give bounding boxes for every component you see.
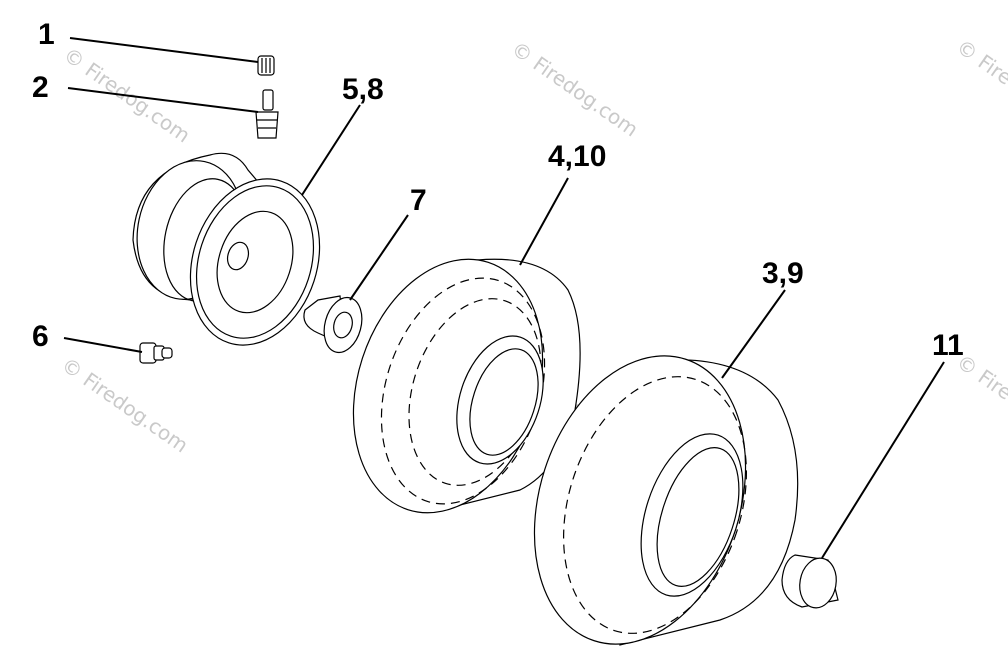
leader-line-11: [821, 361, 945, 559]
watermark-3: © Firedog.com: [952, 34, 1008, 139]
front-tire-part: [352, 258, 581, 514]
hub-cap-part: [781, 554, 839, 609]
leader-line-3-9: [721, 289, 786, 379]
callout-11: 11: [932, 329, 964, 362]
leader-line-6: [63, 337, 143, 353]
valve-stem-part: [255, 89, 279, 139]
callout-2: 2: [32, 71, 49, 104]
callout-4-10: 4,10: [548, 140, 606, 173]
leader-lines: [63, 37, 945, 559]
leader-line-4-10: [519, 177, 569, 266]
valve-cap-part: [257, 55, 275, 76]
watermark-2: © Firedog.com: [507, 36, 643, 141]
callout-1: 1: [38, 18, 55, 51]
leader-line-7: [349, 214, 409, 301]
watermark-6: © Firedog.com: [952, 349, 1008, 454]
callout-5-8: 5,8: [342, 73, 384, 106]
leader-line-1: [69, 37, 259, 63]
callout-3-9: 3,9: [762, 257, 804, 290]
grease-fitting-part: [139, 342, 173, 364]
callout-6: 6: [32, 320, 49, 353]
leader-line-2: [67, 87, 259, 113]
callout-labels: 1 2 5,8 7 6 4,10 3,9 11: [32, 18, 964, 362]
rim-part: [132, 152, 321, 346]
leader-line-5-8: [301, 104, 361, 196]
rear-tire-part: [533, 355, 799, 646]
bushing-part: [303, 295, 363, 354]
watermark-4: © Firedog.com: [57, 352, 193, 457]
callout-7: 7: [410, 184, 427, 217]
